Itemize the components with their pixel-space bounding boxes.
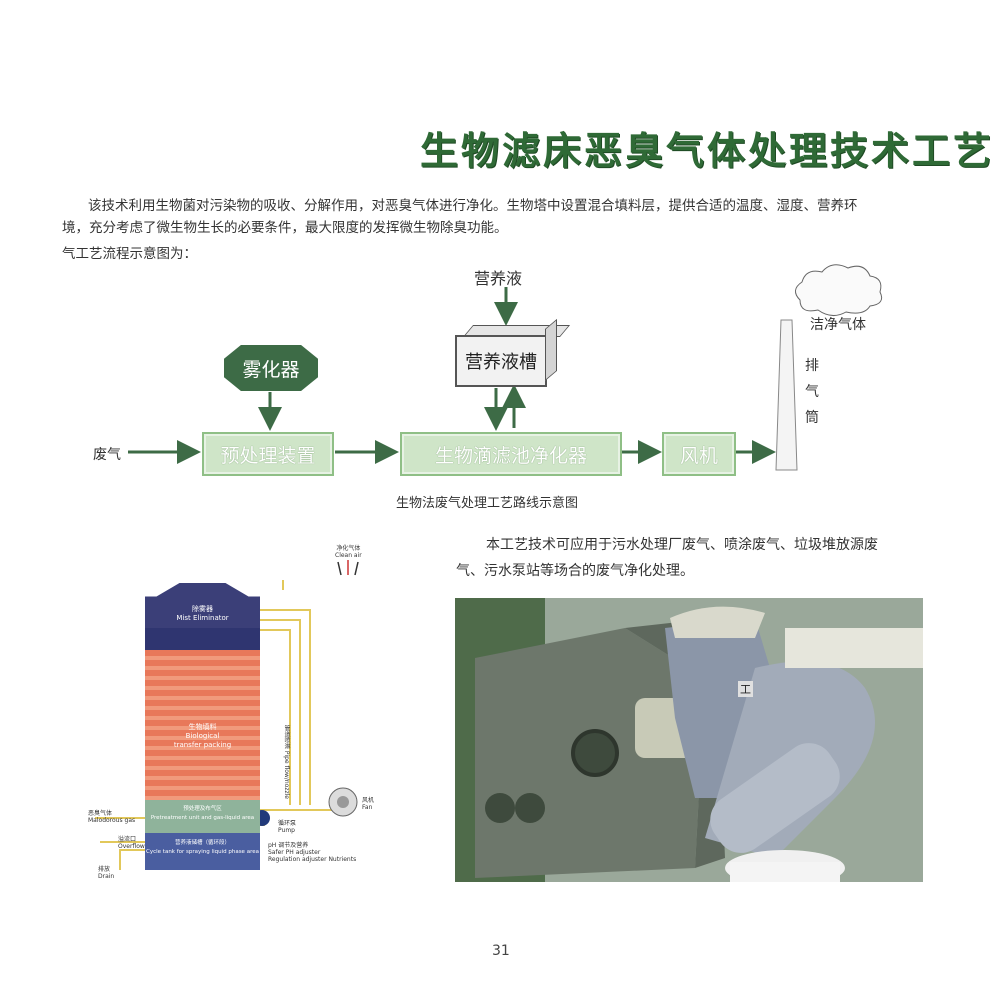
nutrient-liquid-label: 营养液: [474, 269, 523, 288]
clean-gas-label: 洁净气体: [810, 317, 866, 333]
nutrient-tank-label: 营养液槽: [455, 335, 547, 387]
page-number: 31: [492, 943, 510, 959]
intro-line-1: 该技术利用生物菌对污染物的吸收、分解作用，对恶臭气体进行净化。生物塔中设置混合填…: [88, 198, 858, 214]
nutrient-tank: 营养液槽: [455, 318, 571, 387]
diagram-caption: 生物法废气处理工艺路线示意图: [396, 496, 579, 511]
bio-purifier-box: 生物滴滤池净化器: [400, 432, 622, 476]
installation-photo: 工: [455, 598, 923, 882]
flow-arrows: [128, 264, 883, 471]
clean-air-cloud-icon: [795, 264, 883, 316]
intro-line-3: 气工艺流程示意图为：: [62, 246, 197, 262]
tower-pipes: [95, 560, 359, 870]
intro-line-2: 境，充分考虑了微生物生长的必要条件，最大限度的发挥微生物除臭功能。: [62, 220, 508, 236]
stack-char-2: 气: [805, 384, 819, 400]
application-line-2: 气、污水泵站等场合的废气净化处理。: [456, 563, 694, 579]
pipe-label: 管道喷淋 Pipe flow/nozzle: [283, 725, 290, 799]
photo-illustration: [455, 598, 923, 882]
atomizer-box: 雾化器: [224, 345, 318, 391]
photo-badge: 工: [738, 681, 753, 697]
application-line-1: 本工艺技术可应用于污水处理厂废气、喷涂废气、垃圾堆放源废: [486, 537, 878, 553]
stack-char-1: 排: [805, 358, 819, 374]
page-title: 生物滤床恶臭气体处理技术工艺: [420, 129, 995, 173]
cycle-tank-label: 营养液储槽（循环段）Cycle tank for spraying liquid…: [146, 840, 259, 855]
fan-box: 风机: [662, 432, 736, 476]
exhaust-stack-icon: [775, 319, 798, 471]
waste-gas-label: 废气: [93, 447, 121, 463]
pretreatment-box: 预处理装置: [202, 432, 334, 476]
stack-char-3: 筒: [805, 410, 819, 426]
